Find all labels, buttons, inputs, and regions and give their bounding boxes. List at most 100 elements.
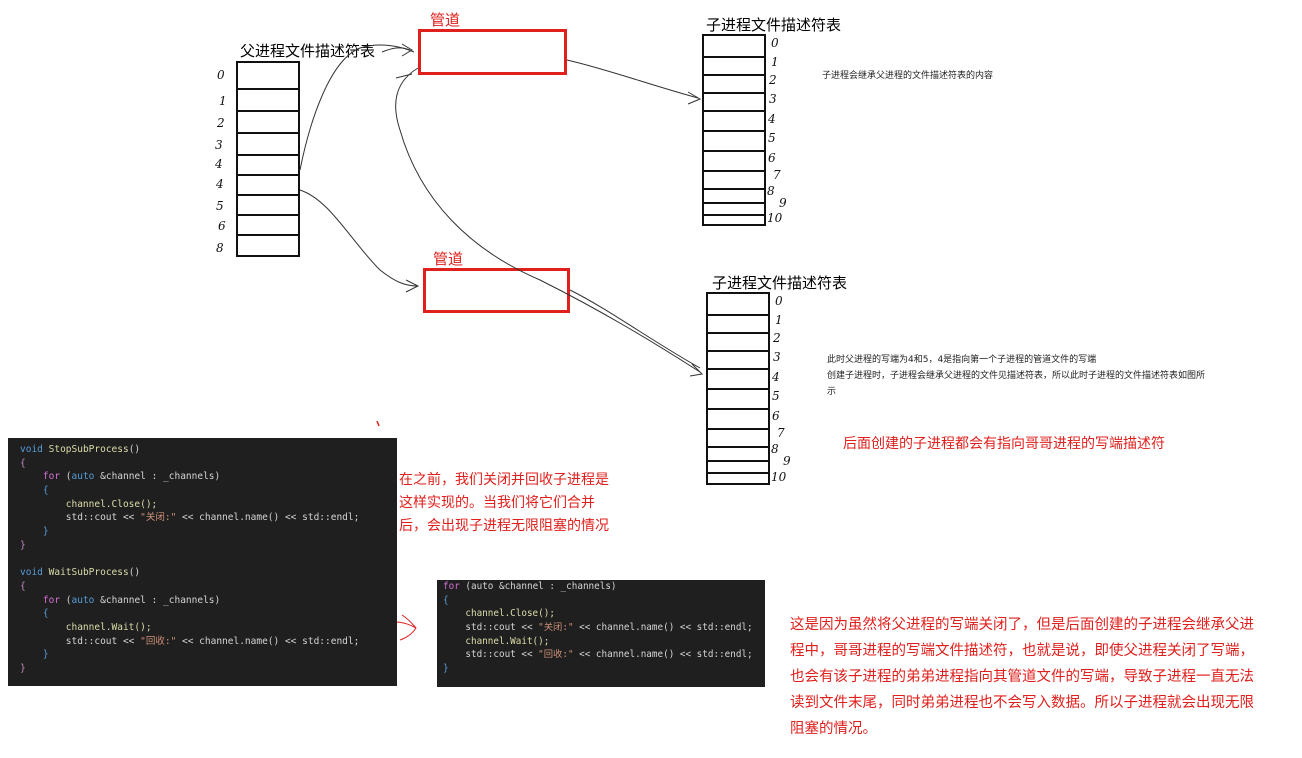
child1-fd-table [702,34,766,226]
parent-fd-table [236,61,300,257]
code-line: } [20,539,26,551]
parent-table-title: 父进程文件描述符表 [240,42,376,60]
fd-cell [704,36,764,58]
child2-index: 4 [772,370,780,384]
note-before-merge: 在之前，我们关闭并回收子进程是 这样实现的。当我们将它们合并 后，会出现子进程无… [399,469,649,538]
fd-cell [238,156,298,176]
child1-index: 8 [767,184,775,198]
pipe2-box [423,268,570,313]
arrow [395,67,701,373]
fd-cell [708,448,768,462]
child2-table-title: 子进程文件描述符表 [712,274,848,292]
fd-cell [238,134,298,156]
note-reason: 这是因为虽然将父进程的写端关闭了，但是后面创建的子进程会继承父进 程中，哥哥进程… [790,612,1300,742]
note-write-end-2: 创建子进程时，子进程会继承父进程的文件见描述符表，所以此时子进程的文件描述符表如… [827,371,1206,381]
arrow [395,73,413,79]
child1-index: 6 [768,151,776,165]
child1-index: 3 [769,92,777,106]
code-block-right: for (auto &channel : _channels) { channe… [437,580,765,687]
parent-index: 0 [217,68,225,82]
child2-index: 7 [777,426,785,440]
code-line: channel.Close(); [465,608,555,620]
code-line: { [20,457,26,469]
note-write-end-1: 此时父进程的写端为4和5，4是指向第一个子进程的管道文件的写端 [827,355,1097,365]
fd-cell [708,352,768,370]
code-line: } [20,663,26,674]
child1-index: 9 [779,196,787,210]
parent-index: 8 [216,241,224,255]
text-line: 这是因为虽然将父进程的写端关闭了，但是后面创建的子进程会继承父进 [790,617,1254,633]
arrow [566,59,699,99]
child1-index: 0 [771,36,779,50]
code-line: for (auto &channel : _channels) [42,471,221,483]
child1-index: 10 [767,211,783,225]
code-block-left: void StopSubProcess() { for (auto &chann… [8,438,397,686]
arrowhead [687,91,702,105]
code-line: { [42,608,49,620]
arrow [299,44,415,171]
fd-cell [238,63,298,90]
code-line: channel.Wait(); [65,621,152,633]
fd-cell [704,132,764,152]
child2-index: 9 [783,454,791,468]
parent-index: 6 [218,219,226,233]
code-line [20,553,397,567]
fd-cell [238,196,298,216]
fd-cell [238,176,298,196]
arrow [569,289,701,369]
note-write-end-3: 示 [827,387,837,397]
code-line: channel.Close(); [65,498,158,510]
code-line: for (auto &channel : _channels) [42,594,221,606]
code-line: std::cout << "回收:" << channel.name() << … [465,649,753,661]
code-line: { [443,594,449,606]
child1-index: 5 [768,131,776,145]
child2-index: 3 [773,350,781,364]
parent-index: 2 [217,116,225,130]
text-line: 在之前，我们关闭并回收子进程是 [399,472,609,488]
child2-fd-table [706,292,770,485]
fd-cell [238,216,298,236]
child2-index: 2 [773,331,781,345]
parent-index: 4 [215,157,223,171]
fd-cell [708,430,768,448]
fd-cell [708,462,768,474]
child2-index: 8 [771,442,779,456]
arrowhead [401,43,413,57]
note-child-inherit: 子进程会继承父进程的文件描述符表的内容 [822,71,994,81]
child2-index: 6 [772,409,780,423]
text-line: 后，会出现子进程无限阻塞的情况 [399,518,609,534]
code-line: void StopSubProcess() [20,444,141,455]
child1-index: 2 [769,73,777,87]
text-line: 这样实现的。当我们将它们合并 [399,495,595,511]
code-line: channel.Wait(); [465,635,550,647]
fd-cell [704,76,764,94]
fd-cell [708,294,768,316]
fd-cell [704,58,764,76]
arrowhead [399,614,417,641]
parent-index: 5 [216,199,224,213]
fd-cell [704,152,764,172]
fd-cell [708,334,768,352]
fd-cell [238,112,298,134]
child2-index: 5 [772,389,780,403]
fd-cell [708,390,768,410]
fd-cell [708,316,768,334]
code-line: } [443,663,449,675]
stray-mark [376,420,380,427]
child1-index: 1 [771,55,779,69]
code-line: } [42,526,49,538]
child2-index: 10 [771,470,787,484]
fd-cell [704,112,764,132]
code-line: void WaitSubProcess() [20,567,141,579]
parent-index: 3 [215,138,223,152]
code-line: std::cout << "回收:" << channel.name() << … [65,635,360,647]
fd-cell [708,370,768,390]
text-line: 也会有该子进程的弟弟进程指向其管道文件的写端，导致子进程一直无法 [790,669,1254,685]
parent-index: 4 [216,177,224,191]
parent-index: 1 [219,94,227,108]
text-line: 读到文件末尾，同时弟弟进程也不会写入数据。所以子进程就会出现无限 [790,695,1254,711]
fd-cell [238,90,298,112]
text-line: 程中，哥哥进程的写端文件描述符，也就是说，即使父进程关闭了写端， [790,643,1254,659]
code-line: { [42,485,49,497]
